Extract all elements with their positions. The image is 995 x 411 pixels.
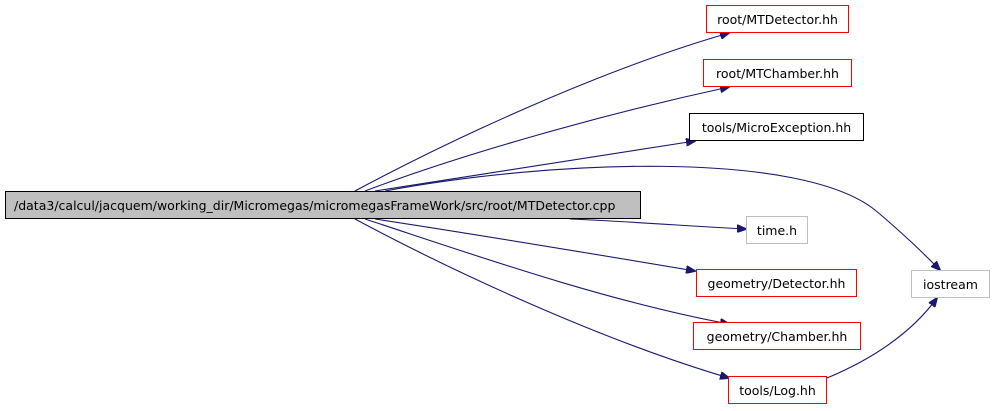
include-node-time-h[interactable]: time.h bbox=[746, 216, 808, 244]
include-node-mtchamber-hh[interactable]: root/MTChamber.hh bbox=[703, 59, 852, 87]
edge-source-to-microexception-hh bbox=[374, 141, 695, 192]
include-node-detector-hh[interactable]: geometry/Detector.hh bbox=[696, 269, 857, 297]
include-node-log-hh[interactable]: tools/Log.hh bbox=[728, 376, 827, 404]
edge-source-to-mtdetector-hh bbox=[354, 33, 729, 192]
edge-source-to-mtchamber-hh bbox=[364, 87, 729, 192]
edge-source-to-time-h bbox=[569, 218, 746, 229]
edge-source-to-iostream bbox=[384, 165, 940, 270]
include-node-chamber-hh[interactable]: geometry/Chamber.hh bbox=[693, 322, 861, 350]
edge-source-to-detector-hh bbox=[374, 218, 695, 271]
source-file-node[interactable]: /data3/calcul/jacquem/working_dir/Microm… bbox=[5, 191, 641, 219]
include-node-microexception-hh[interactable]: tools/MicroException.hh bbox=[689, 113, 864, 141]
include-node-mtdetector-hh[interactable]: root/MTDetector.hh bbox=[706, 5, 849, 33]
edge-log-hh-to-iostream bbox=[826, 298, 937, 379]
include-node-iostream[interactable]: iostream bbox=[911, 270, 990, 298]
edge-source-to-log-hh bbox=[354, 218, 729, 378]
edge-source-to-chamber-hh bbox=[364, 218, 729, 324]
